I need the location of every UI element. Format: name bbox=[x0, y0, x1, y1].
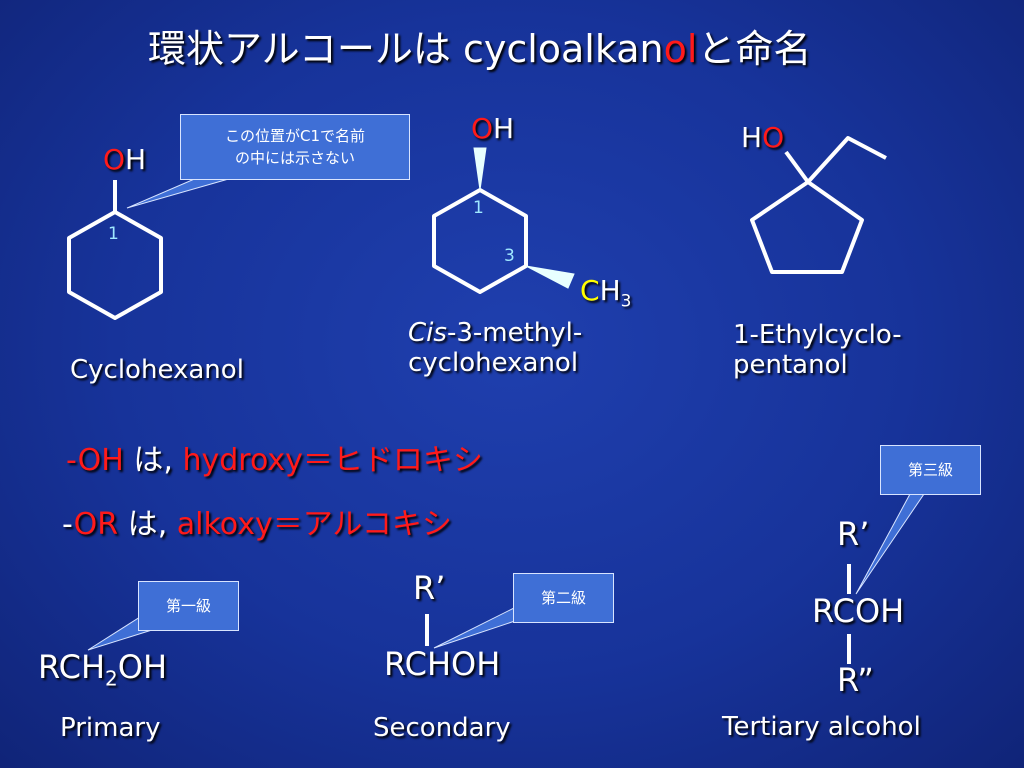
cyclohexane-ring-2 bbox=[432, 188, 528, 294]
or-wa: は bbox=[118, 507, 158, 542]
alkoxy-definition: -OR は, alkoxy＝アルコキシ bbox=[62, 499, 452, 543]
mol2-name-line2: cyclohexanol bbox=[408, 348, 579, 378]
mol3-hydrogen: H bbox=[741, 121, 763, 154]
or-comma: , bbox=[157, 507, 168, 542]
secondary-label: Secondary bbox=[373, 713, 511, 743]
title-highlight: ol bbox=[663, 27, 698, 71]
callout-pointer-secondary bbox=[433, 607, 525, 649]
or-dash: - bbox=[62, 507, 74, 542]
oh-wa: は bbox=[123, 443, 164, 478]
mol1-position-1: 1 bbox=[108, 224, 119, 244]
title-prefix: 環状アルコールは cycloalkan bbox=[148, 27, 664, 71]
callout-primary: 第一級 bbox=[138, 581, 239, 631]
primary-label: Primary bbox=[60, 713, 161, 743]
mol2-ch3: CH3 bbox=[580, 274, 631, 312]
mol2-oh: OH bbox=[471, 112, 514, 145]
callout-c1-line1: この位置がC1で名前 bbox=[224, 127, 366, 145]
callout-c1: この位置がC1で名前 の中には示さない bbox=[180, 114, 410, 180]
primary-formula: RCH2OH bbox=[38, 648, 167, 690]
mol3-ho: HO bbox=[741, 121, 784, 154]
page-title: 環状アルコールは cycloalkanolと命名 bbox=[148, 18, 811, 73]
tertiary-r-bottom: R” bbox=[837, 661, 874, 699]
secondary-formula: RCHOH bbox=[384, 645, 501, 683]
secondary-r-top: R’ bbox=[413, 569, 446, 607]
cyclopentane-ring bbox=[750, 180, 864, 274]
mol2-name-line1: Cis-3-methyl- bbox=[408, 318, 582, 348]
or-group: OR bbox=[73, 507, 119, 542]
mol2-sub3: 3 bbox=[620, 291, 632, 312]
primary-sub: 2 bbox=[105, 666, 118, 691]
mol2-oxygen: O bbox=[471, 112, 494, 145]
mol2-position-1: 1 bbox=[473, 198, 484, 218]
hydroxy-definition: -OH は, hydroxy＝ヒドロキシ bbox=[66, 435, 483, 479]
mol1-oxygen: O bbox=[103, 143, 126, 176]
mol2-hydrogen: H bbox=[493, 112, 515, 145]
oh-group: -OH bbox=[66, 443, 124, 478]
mol2-name-italic: Cis bbox=[408, 318, 447, 348]
mol1-oh: OH bbox=[103, 143, 146, 176]
mol2-position-3: 3 bbox=[504, 246, 515, 266]
mol1-hydrogen: H bbox=[125, 143, 147, 176]
mol3-name-line1: 1-Ethylcyclo- bbox=[733, 320, 902, 350]
mol2-carbon: C bbox=[580, 274, 600, 307]
callout-secondary: 第二級 bbox=[513, 573, 614, 623]
oh-comma: , bbox=[163, 443, 173, 478]
or-term: alkoxy＝アルコキシ bbox=[167, 507, 452, 542]
wedge-oh bbox=[473, 147, 487, 191]
tertiary-r-top: R’ bbox=[837, 515, 870, 553]
cyclohexane-ring-1 bbox=[67, 210, 163, 320]
mol2-name-rest: -3-methyl- bbox=[446, 318, 583, 348]
primary-f2: OH bbox=[117, 648, 168, 686]
callout-c1-line2: の中には示さない bbox=[234, 149, 355, 167]
wedge-ch3 bbox=[525, 265, 575, 289]
mol1-name: Cyclohexanol bbox=[70, 355, 244, 385]
c1-oh-bond-3 bbox=[784, 150, 810, 184]
tertiary-formula: RCOH bbox=[812, 592, 905, 630]
ethyl-chain bbox=[806, 136, 887, 184]
mol3-oxygen: O bbox=[762, 121, 785, 154]
primary-f1: RCH bbox=[38, 648, 106, 686]
tertiary-label: Tertiary alcohol bbox=[722, 712, 921, 742]
oh-term: hydroxy＝ヒドロキシ bbox=[172, 443, 483, 478]
mol3-name-line2: pentanol bbox=[733, 350, 848, 380]
callout-tertiary: 第三級 bbox=[880, 445, 981, 495]
mol2-h3: H bbox=[599, 274, 621, 307]
title-suffix: と命名 bbox=[697, 27, 812, 71]
